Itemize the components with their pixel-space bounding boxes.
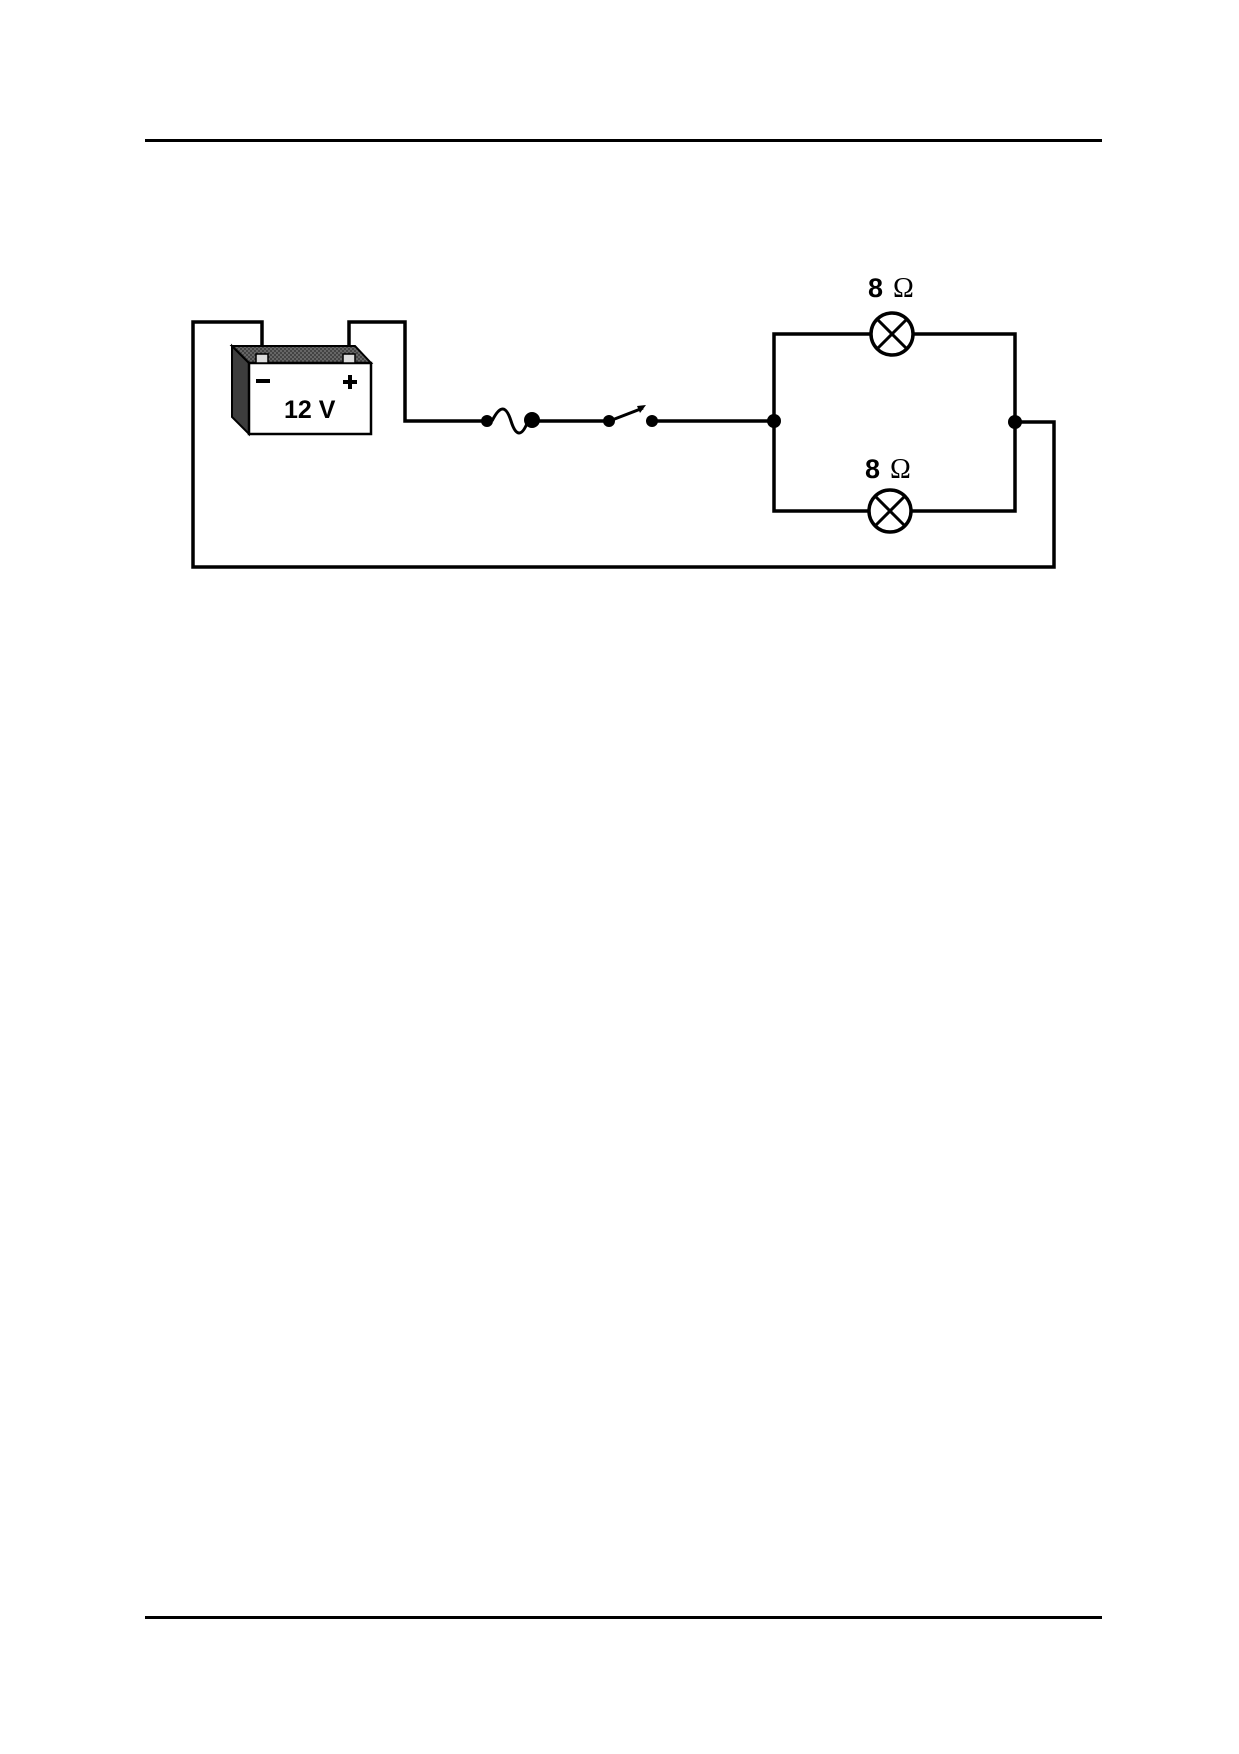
lamp-icon-bottom — [867, 488, 913, 534]
lamp-top-unit-label: Ω — [893, 273, 914, 304]
lamp-top-resistance-label: 8 — [868, 273, 883, 303]
wires — [191, 320, 1056, 569]
footer-rule — [145, 1616, 1102, 1619]
battery-voltage-label: 12 V — [284, 396, 336, 424]
wire-branch-bottom-right — [912, 422, 1017, 513]
wire-branch-top — [772, 332, 871, 421]
junction-left — [767, 414, 781, 428]
fuse-icon — [481, 407, 540, 435]
battery-positive-mark-v — [348, 375, 352, 389]
wire-branch-top-right — [913, 332, 1017, 422]
lamp-icon-top — [869, 311, 915, 357]
junction-right — [1008, 415, 1022, 429]
header-rule — [145, 139, 1102, 142]
wire-negative-return — [191, 320, 1056, 569]
lamp-bottom-unit-label: Ω — [890, 454, 911, 485]
open-switch-icon — [603, 405, 658, 427]
wire-branch-bottom — [772, 421, 868, 513]
wire-positive-to-fuse — [347, 320, 487, 423]
battery-negative-mark — [256, 379, 270, 383]
battery-icon — [229, 343, 374, 437]
lamp-bottom-resistance-label: 8 — [865, 454, 880, 484]
